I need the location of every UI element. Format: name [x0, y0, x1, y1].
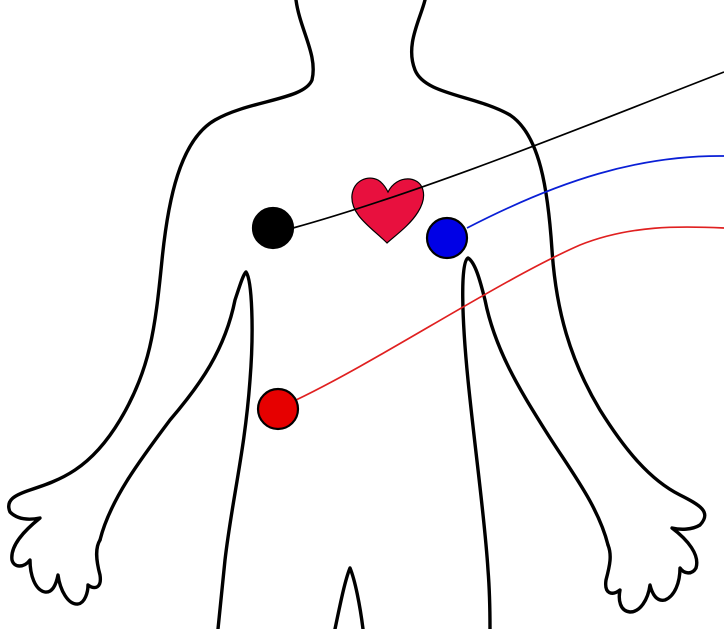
- left-arm-lead-wire: [466, 155, 724, 229]
- inner-leg: [333, 566, 365, 629]
- lead-wires: [292, 71, 724, 401]
- right-arm-lead-wire: [292, 71, 724, 229]
- heart-icon: [351, 177, 425, 244]
- body-outline: [7, 0, 707, 629]
- right-inner-arm: [461, 256, 610, 629]
- right-neck-shoulder-arm: [409, 0, 707, 614]
- right-arm-electrode[interactable]: [251, 206, 295, 250]
- left-neck-shoulder-arm: [7, 0, 315, 606]
- left-inner-arm: [98, 270, 254, 629]
- left-arm-electrode[interactable]: [425, 216, 469, 260]
- left-leg-lead-wire: [295, 226, 724, 401]
- left-leg-electrode[interactable]: [256, 387, 300, 431]
